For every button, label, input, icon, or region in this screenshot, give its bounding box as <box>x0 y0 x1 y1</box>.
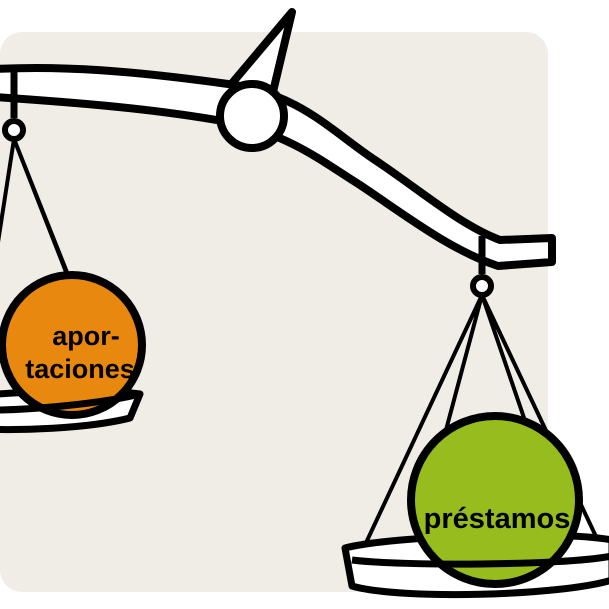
right-hanger <box>363 236 602 546</box>
right-pan-rim <box>351 552 609 568</box>
right-weight-ball <box>407 412 583 588</box>
left-weight-label-line2: taciones <box>25 354 135 384</box>
left-weight-ball <box>0 271 146 419</box>
scale-beam <box>0 63 556 270</box>
left-pan-rim <box>0 390 141 414</box>
background-panel <box>0 32 548 592</box>
left-weight-label-line1: apor- <box>52 321 120 351</box>
right-weight-label: préstamos <box>424 503 571 535</box>
scale-pivot <box>216 80 288 152</box>
